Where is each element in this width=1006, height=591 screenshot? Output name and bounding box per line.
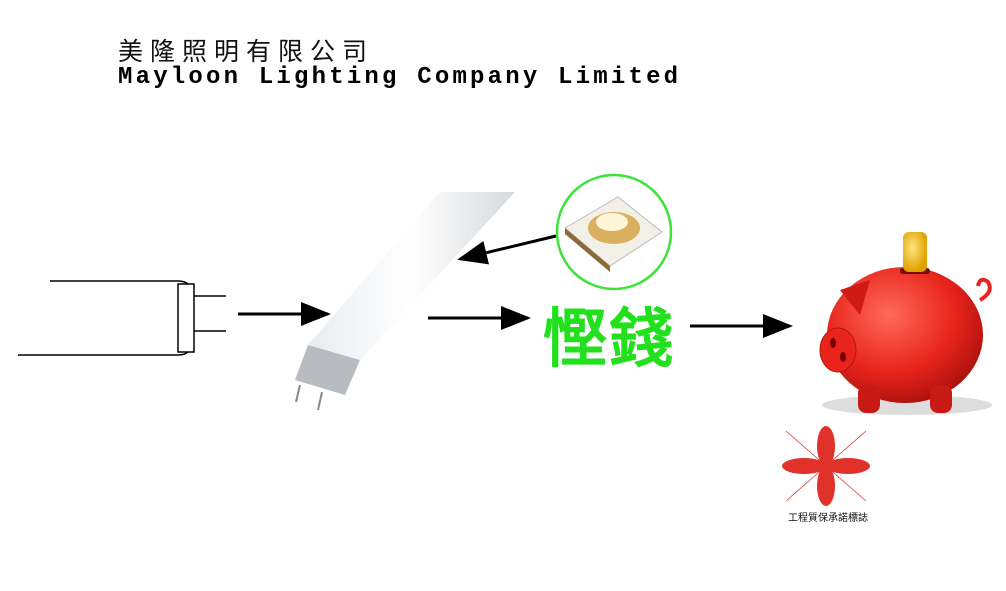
quality-logo-icon xyxy=(782,426,870,506)
company-name-english: Mayloon Lighting Company Limited xyxy=(118,64,682,91)
arrow-left xyxy=(457,234,557,265)
logo-caption: 工程質保承諾標誌 xyxy=(788,513,868,524)
saving-label: 慳錢 xyxy=(543,303,675,377)
company-name-chinese: 美隆照明有限公司 xyxy=(118,37,375,66)
led-chip-icon xyxy=(555,173,673,291)
led-tube-icon xyxy=(295,192,515,411)
fluorescent-tube-icon xyxy=(18,280,226,356)
piggy-bank-icon xyxy=(819,232,992,415)
